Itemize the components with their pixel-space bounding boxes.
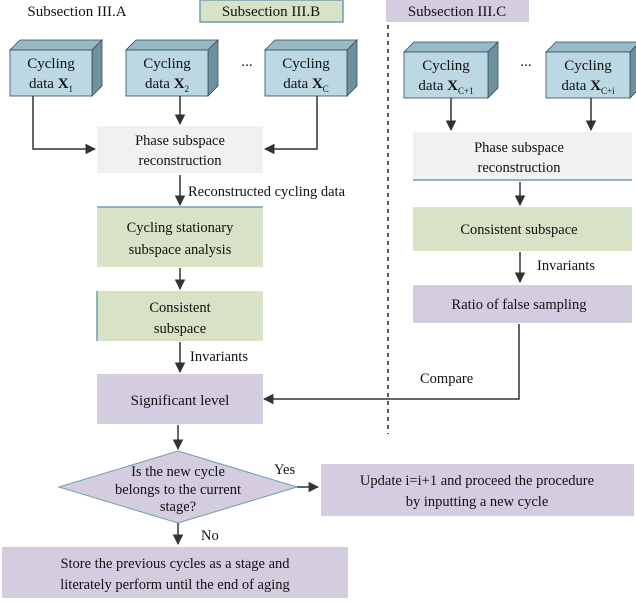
invariants-left-label: Invariants: [190, 349, 248, 365]
cube-label-line2: data XC+1: [418, 78, 473, 96]
section-header-c-label: Subsection III.C: [408, 4, 506, 20]
consistent-subspace-box-left: Consistent subspace: [96, 291, 263, 341]
consistent-left-line2: subspace: [154, 321, 206, 337]
reconstructed-data-label: Reconstructed cycling data: [188, 184, 346, 200]
phase-reconstruction-box-right: Phase subspace reconstruction: [413, 132, 632, 181]
store-line2: literately perform until the end of agin…: [60, 577, 290, 593]
decision-line3: stage?: [160, 499, 196, 515]
invariants-right-label: Invariants: [537, 258, 595, 274]
decision-diamond: Is the new cycle belongs to the current …: [57, 450, 299, 524]
decision-line2: belongs to the current: [115, 482, 241, 498]
decision-line1: Is the new cycle: [131, 464, 225, 480]
phase-right-line1: Phase subspace: [474, 140, 564, 156]
cycling-data-cube-5: Cycling data XC+i: [545, 41, 636, 99]
phase-left-line1: Phase subspace: [135, 133, 225, 149]
consistent-subspace-box-right: Consistent subspace: [413, 207, 632, 251]
cube-label-line1: Cycling: [282, 56, 330, 72]
significant-label: Significant level: [131, 393, 230, 409]
consistent-right-label: Consistent subspace: [460, 222, 577, 238]
consistent-left-line1: Consistent: [149, 300, 210, 316]
update-line1: Update i=i+1 and proceed the procedure: [360, 473, 594, 489]
cube-label-line2: data X2: [145, 76, 189, 94]
cube-connectors-right: [445, 98, 597, 132]
ellipsis-left: ...: [241, 54, 252, 70]
update-line2: by inputting a new cycle: [406, 494, 549, 510]
phase-reconstruction-box-left: Phase subspace reconstruction: [97, 126, 263, 173]
section-header-c: Subsection III.C: [386, 0, 529, 22]
cube-label-line1: Cycling: [564, 58, 612, 74]
no-label: No: [201, 528, 219, 544]
ratio-label: Ratio of false sampling: [452, 297, 587, 313]
cube-connectors-left: [32, 96, 318, 155]
cube-label-line2: data X1: [29, 76, 73, 94]
ellipsis-right: ...: [520, 54, 531, 70]
phase-left-line2: reconstruction: [139, 153, 223, 169]
ratio-false-sampling-box: Ratio of false sampling: [413, 285, 632, 323]
section-header-a: Subsection III.A: [4, 0, 150, 22]
cube-label-line2: data XC: [283, 76, 329, 94]
phase-right-line2: reconstruction: [478, 160, 562, 176]
compare-connector: [262, 324, 520, 405]
cube-label-line1: Cycling: [27, 56, 75, 72]
cycling-data-cubes: Cycling data X1 Cycling data X2 Cycling data …: [9, 39, 636, 99]
store-line1: Store the previous cycles as a stage and: [60, 556, 290, 572]
update-box: Update i=i+1 and proceed the procedure b…: [321, 464, 634, 516]
cube-label-line2: data XC+i: [561, 78, 615, 96]
compare-label: Compare: [420, 371, 473, 387]
cube-label-line1: Cycling: [143, 56, 191, 72]
cycling-data-cube-1: Cycling data X1: [9, 39, 103, 97]
stationary-line1: Cycling stationary: [127, 220, 234, 236]
cycling-data-cube-3: Cycling data XC: [264, 39, 358, 97]
section-header-b: Subsection III.B: [199, 0, 344, 23]
store-box: Store the previous cycles as a stage and…: [2, 547, 348, 598]
section-header-a-label: Subsection III.A: [27, 4, 126, 20]
cycling-data-cube-4: Cycling data XC+1: [403, 41, 499, 99]
cycling-data-cube-2: Cycling data X2: [125, 39, 219, 97]
significant-level-box: Significant level: [97, 374, 263, 424]
yes-label: Yes: [274, 462, 295, 478]
cube-label-line1: Cycling: [422, 58, 470, 74]
stationary-analysis-box: Cycling stationary subspace analysis: [97, 206, 263, 267]
section-header-b-label: Subsection III.B: [222, 4, 320, 20]
stationary-line2: subspace analysis: [129, 242, 232, 258]
